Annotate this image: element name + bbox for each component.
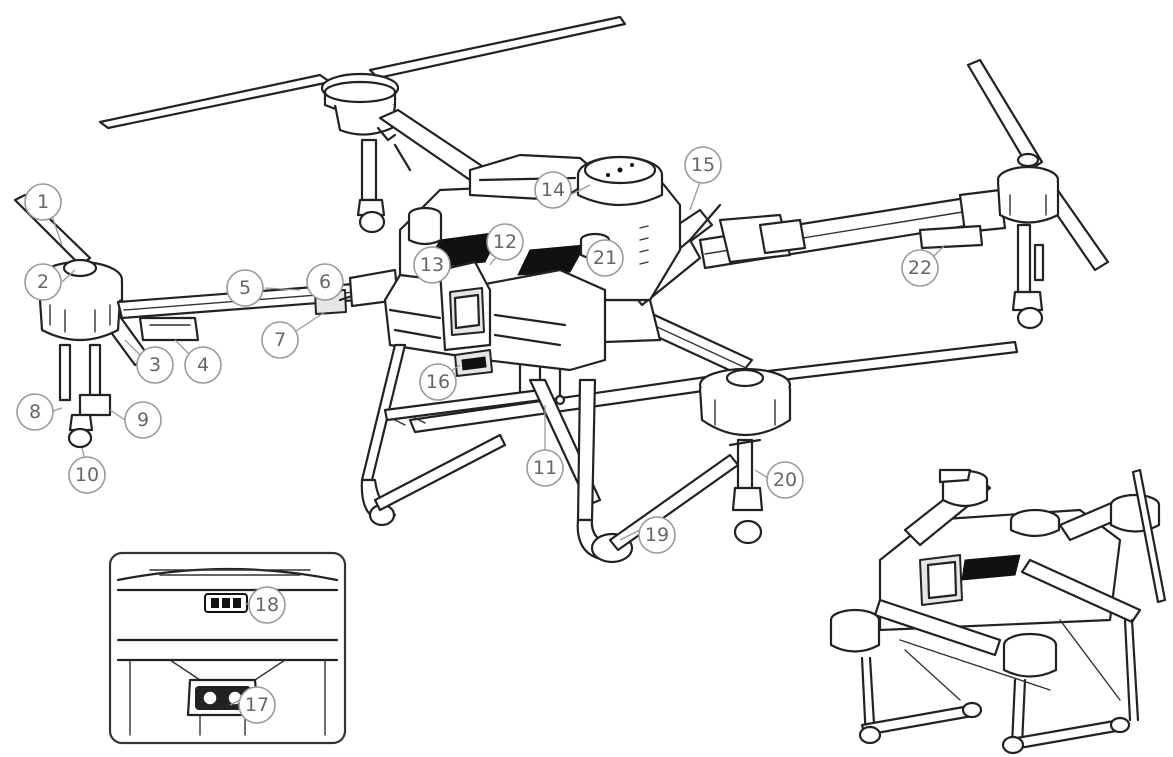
bottom-view-inset (108, 551, 347, 745)
callout-20: 20 (766, 461, 804, 499)
callout-label: 9 (137, 409, 149, 431)
callout-15: 15 (684, 146, 722, 184)
callout-label: 21 (593, 247, 617, 269)
callout-19: 19 (638, 516, 676, 554)
callout-label: 15 (691, 154, 715, 176)
folded-drone-illustration (829, 468, 1167, 755)
callout-4: 4 (184, 346, 222, 384)
callout-label: 8 (29, 401, 41, 423)
callout-22: 22 (901, 249, 939, 287)
callout-label: 6 (319, 271, 331, 293)
rear-right-arm (698, 58, 1110, 330)
callout-label: 1 (37, 191, 49, 213)
callouts: 1 2 3 4 5 6 7 8 9 10 11 12 13 14 15 16 1… (16, 146, 946, 724)
callout-label: 18 (255, 594, 279, 616)
callout-label: 13 (420, 254, 444, 276)
callout-5: 5 (226, 269, 264, 307)
callout-9: 9 (124, 401, 162, 439)
callout-13: 13 (413, 246, 451, 284)
callout-label: 10 (75, 464, 99, 486)
callout-16: 16 (419, 363, 457, 401)
callout-label: 14 (541, 179, 565, 201)
callout-label: 7 (274, 329, 286, 351)
callout-3: 3 (136, 346, 174, 384)
callout-7: 7 (261, 321, 299, 359)
callout-label: 20 (773, 469, 797, 491)
callout-1: 1 (24, 183, 62, 221)
callout-label: 11 (533, 457, 557, 479)
landing-gear (360, 343, 740, 564)
callout-label: 3 (149, 354, 161, 376)
rear-left-propeller (98, 15, 627, 234)
callout-label: 12 (493, 231, 517, 253)
callout-label: 19 (645, 524, 669, 546)
front-left-propeller (13, 193, 200, 449)
callout-8: 8 (16, 393, 54, 431)
callout-11: 11 (526, 449, 564, 487)
callout-label: 17 (245, 694, 269, 716)
callout-17: 17 (238, 686, 276, 724)
drone-body (383, 153, 722, 406)
callout-14: 14 (534, 171, 572, 209)
callout-label: 5 (239, 277, 251, 299)
callout-label: 2 (37, 271, 49, 293)
callout-12: 12 (486, 223, 524, 261)
callout-2: 2 (24, 263, 62, 301)
callout-6: 6 (306, 263, 344, 301)
callout-21: 21 (586, 239, 624, 277)
callout-label: 16 (426, 371, 450, 393)
callout-label: 22 (908, 257, 932, 279)
callout-18: 18 (248, 586, 286, 624)
front-right-arm (408, 298, 1019, 545)
callout-label: 4 (197, 354, 209, 376)
callout-10: 10 (68, 456, 106, 494)
